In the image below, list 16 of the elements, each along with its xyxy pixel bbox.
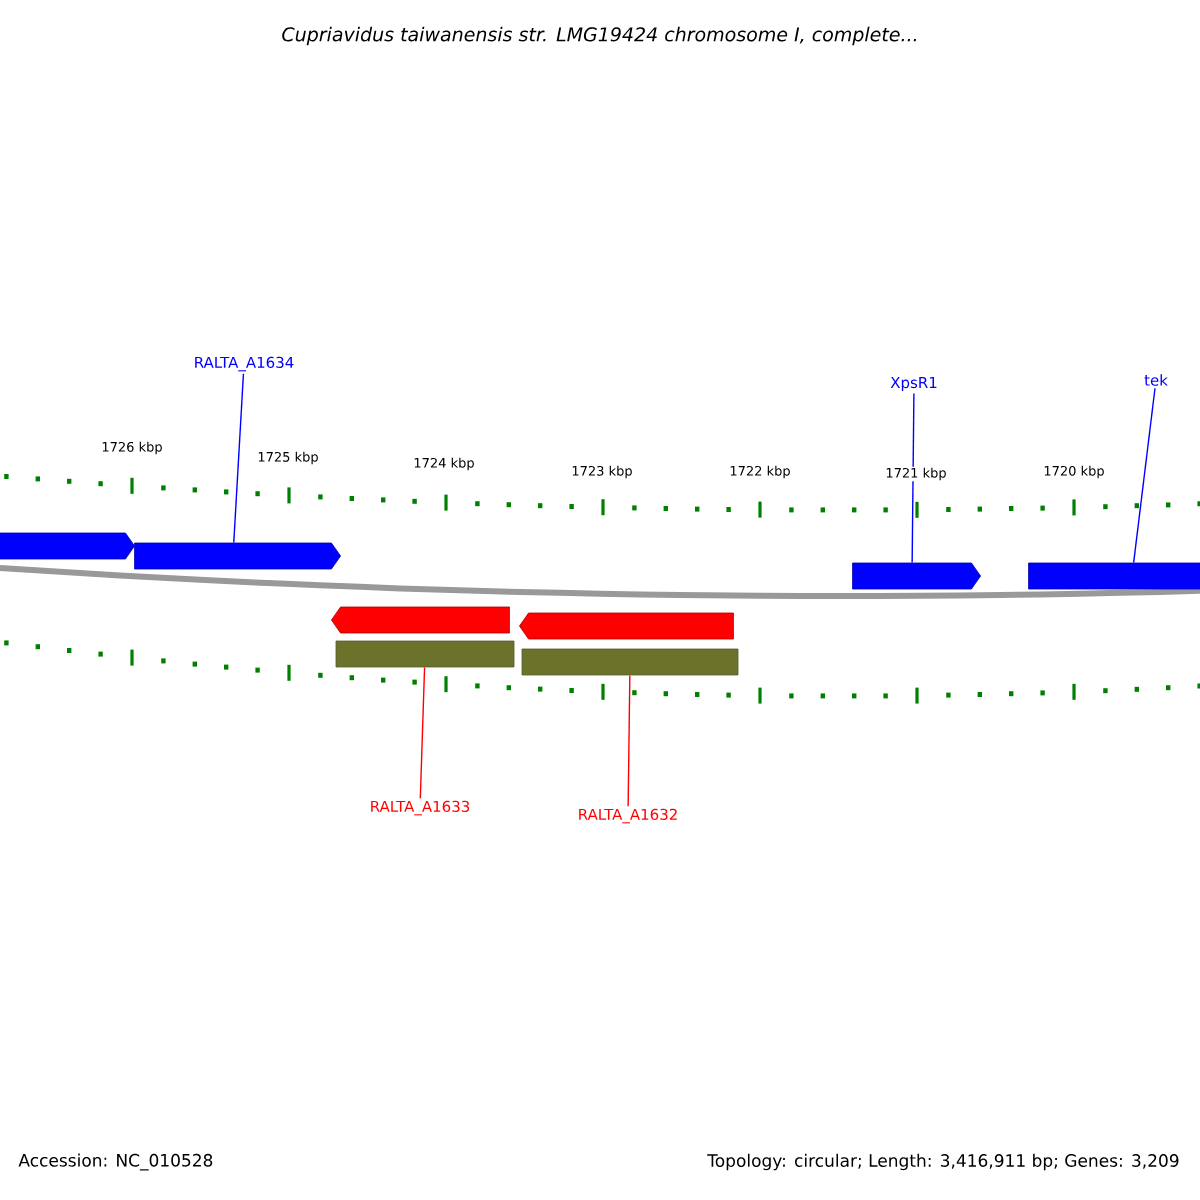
title: Cupriavidus taiwanensis str. LMG19424 chromosome I, complete... <box>282 26 917 46</box>
gene-feature <box>852 562 981 590</box>
feature-bar <box>335 640 515 668</box>
leader-line <box>233 373 245 544</box>
footer-text: Accession: NC_010528 <box>18 1153 213 1171</box>
gene-feature <box>134 542 341 570</box>
leader-line <box>627 674 631 807</box>
leader-line <box>911 392 915 564</box>
gene-feature <box>0 532 135 560</box>
gene-feature <box>1028 562 1200 590</box>
feature-bar <box>521 648 739 676</box>
footer-text: Topology: circular; Length: 3,416,911 bp; Genes: 3,209 <box>707 1153 1179 1171</box>
gene-feature <box>331 606 510 634</box>
gene-feature <box>519 612 734 640</box>
leader-line <box>419 666 426 799</box>
leader-line <box>1132 387 1156 564</box>
